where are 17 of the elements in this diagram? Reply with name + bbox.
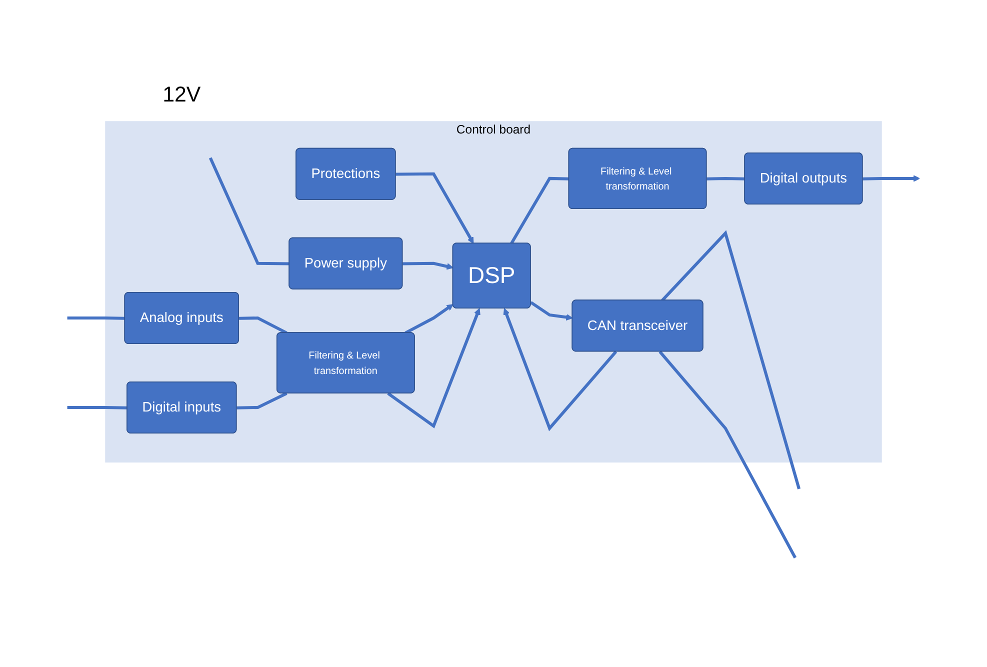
arrow — [530, 301, 573, 321]
connector — [67, 406, 128, 410]
arrow — [503, 308, 618, 432]
connector — [510, 176, 570, 244]
connector — [706, 176, 745, 180]
connector — [658, 350, 797, 558]
connector — [661, 230, 801, 490]
connector — [238, 316, 288, 334]
arrow — [404, 304, 454, 334]
connector — [208, 157, 290, 266]
connector — [67, 316, 126, 320]
node-text: 12V — [162, 82, 201, 106]
arrow — [396, 172, 474, 244]
arrow — [402, 262, 454, 270]
arrow — [387, 308, 480, 428]
arrow — [862, 175, 920, 182]
connector — [236, 392, 288, 410]
